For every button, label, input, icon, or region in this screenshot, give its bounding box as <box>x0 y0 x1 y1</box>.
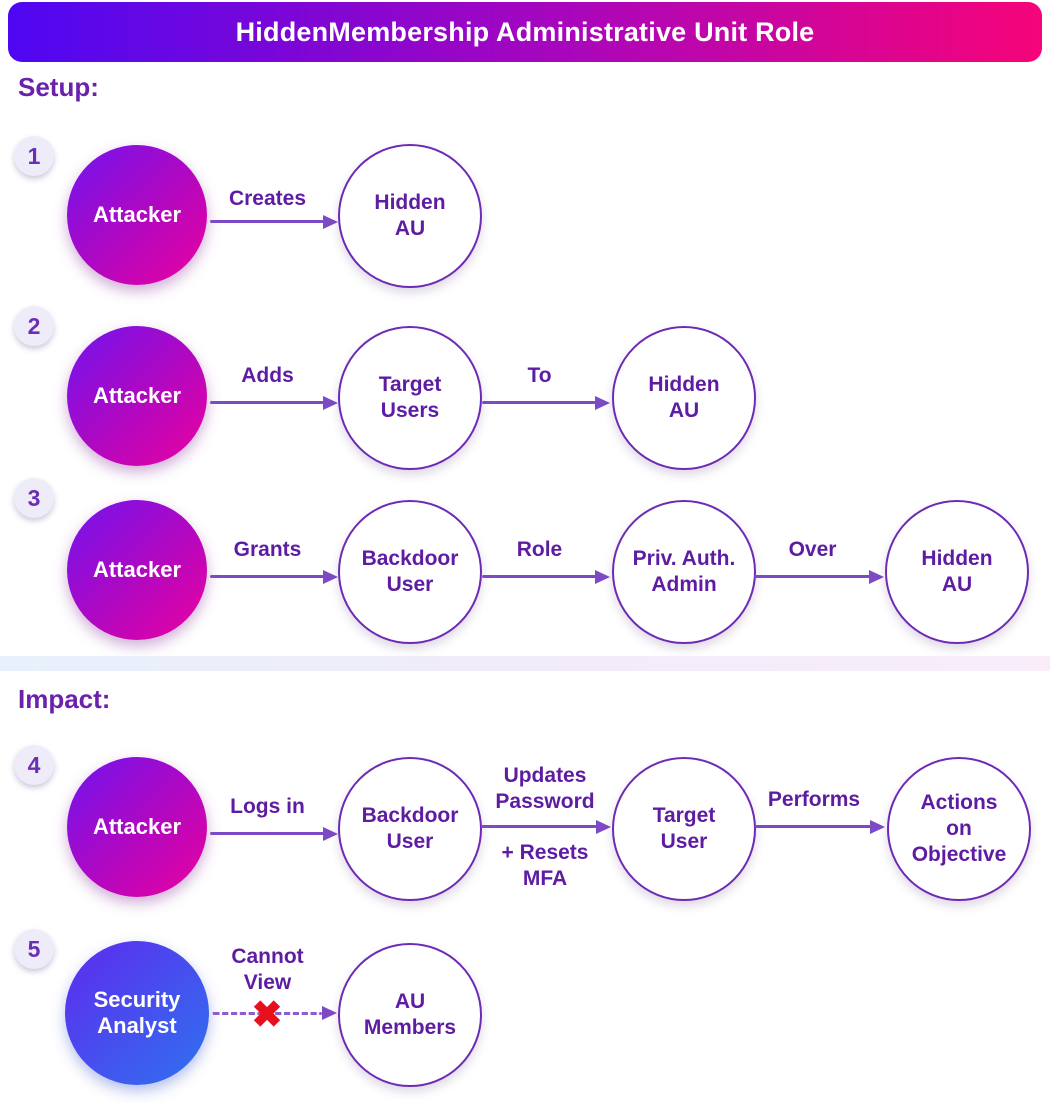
arrowhead-icon <box>323 570 338 584</box>
step-badge-2: 2 <box>14 306 54 346</box>
actor-node-attacker: Attacker <box>67 326 207 466</box>
actor-label: Attacker <box>92 202 182 227</box>
step-badge-3: 3 <box>14 478 54 518</box>
arrowhead-icon <box>323 215 338 229</box>
step-badge-4: 4 <box>14 745 54 785</box>
arrowhead-icon <box>869 570 884 584</box>
arrow-label: Grants <box>233 538 302 561</box>
node-label: Priv. Auth.Admin <box>632 547 736 596</box>
arrow-line <box>210 220 324 223</box>
arrowhead-icon <box>595 396 610 410</box>
arrow-line <box>755 825 871 828</box>
step-number: 5 <box>27 935 41 962</box>
step-number: 4 <box>27 751 41 778</box>
arrowhead-icon <box>323 396 338 410</box>
arrow-line <box>210 832 324 835</box>
actor-label: Attacker <box>92 557 182 582</box>
arrow-line <box>754 575 870 578</box>
actor-node-attacker: Attacker <box>67 500 207 640</box>
arrow-label: Performs <box>767 788 861 811</box>
arrow-label: Logs in <box>230 795 305 818</box>
arrowhead-icon <box>323 827 338 841</box>
arrowhead-icon <box>870 820 885 834</box>
blocked-x-icon: ✖ <box>251 994 283 1035</box>
arrow-label: Role <box>516 538 563 561</box>
arrow-line <box>482 575 596 578</box>
section-label-impact: Impact: <box>18 684 111 714</box>
arrow-label: Over <box>788 538 837 561</box>
arrow-label: To <box>527 364 552 387</box>
arrow-line-dashed <box>212 1012 322 1015</box>
actor-node-attacker: Attacker <box>67 145 207 285</box>
arrow-line <box>482 401 596 404</box>
page-title: HiddenMembership Administrative Unit Rol… <box>235 16 815 47</box>
arrowhead-icon <box>595 570 610 584</box>
step-badge-1: 1 <box>14 136 54 176</box>
actor-label: Attacker <box>92 383 182 408</box>
header-banner: HiddenMembership Administrative Unit Rol… <box>8 2 1042 62</box>
arrow-line <box>210 575 324 578</box>
arrowhead-icon <box>596 820 611 834</box>
arrow-line <box>210 401 324 404</box>
actor-label: Attacker <box>92 814 182 839</box>
section-divider <box>0 656 1050 671</box>
arrow-label: Creates <box>228 187 307 210</box>
step-badge-5: 5 <box>14 929 54 969</box>
node-priv-auth-admin: Priv. Auth.Admin <box>612 500 756 644</box>
step-number: 1 <box>27 142 41 169</box>
step-number: 3 <box>27 484 41 511</box>
step-number: 2 <box>27 312 41 339</box>
arrowhead-icon <box>322 1006 337 1020</box>
arrow-line <box>481 825 597 828</box>
arrow-label: Adds <box>241 364 294 387</box>
section-label-setup: Setup: <box>18 72 99 102</box>
actor-node-attacker: Attacker <box>67 757 207 897</box>
